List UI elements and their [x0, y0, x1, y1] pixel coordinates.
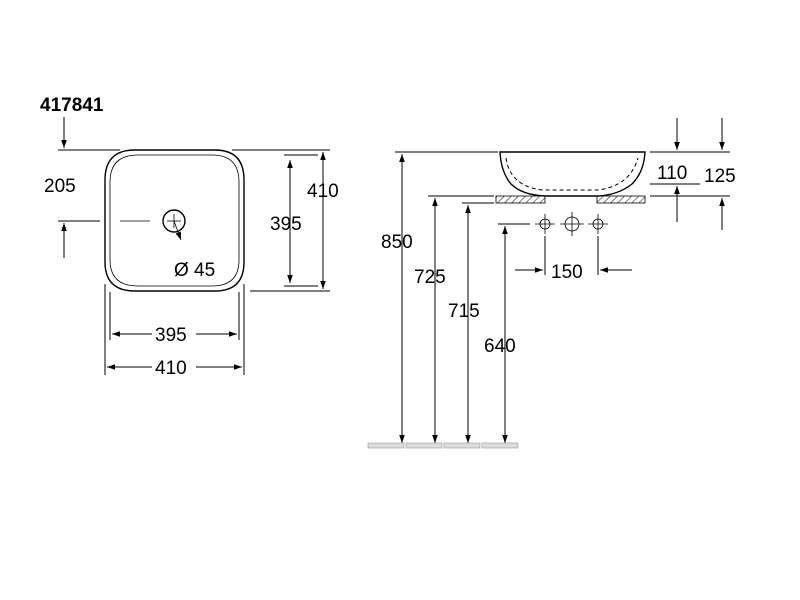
dim-label-725: 725 — [414, 267, 446, 288]
top-view: Ø 45 205 395 410 395 410 — [44, 117, 339, 379]
dim-label-395-horizontal: 395 — [155, 325, 187, 346]
dim-label-125: 125 — [704, 166, 736, 187]
dim-label-850: 850 — [381, 232, 413, 253]
dim-label-150: 150 — [551, 262, 583, 283]
tap-holes — [535, 212, 608, 236]
dim-label-715: 715 — [448, 301, 480, 322]
countertop-left — [495, 195, 546, 204]
floor-segment-4 — [481, 442, 519, 449]
product-code: 417841 — [40, 95, 104, 116]
dim-label-205: 205 — [44, 176, 76, 197]
drain-circle — [162, 209, 186, 233]
basin-inner-outline — [109, 154, 240, 287]
countertop-right — [596, 195, 646, 204]
dim-label-395-vertical: 395 — [270, 214, 302, 235]
label-mask-395 — [152, 323, 196, 343]
floor-segment-2 — [405, 442, 443, 449]
label-mask-410 — [152, 356, 196, 376]
drain-diameter-label: Ø 45 — [174, 260, 215, 281]
side-view: 150 850 725 715 640 110 125 — [367, 118, 736, 449]
dim-label-410-horizontal: 410 — [155, 358, 187, 379]
bowl-outline — [499, 151, 646, 197]
floor-segment-3 — [443, 442, 481, 449]
drain-leader-arrow — [173, 220, 182, 241]
dim-label-640: 640 — [484, 336, 516, 357]
dim-label-110: 110 — [657, 163, 687, 184]
bowl-inner-hidden-line — [505, 157, 639, 191]
basin-outer-outline — [104, 149, 245, 292]
floor-segment-1 — [367, 442, 405, 449]
dim-label-410-vertical: 410 — [307, 181, 339, 202]
